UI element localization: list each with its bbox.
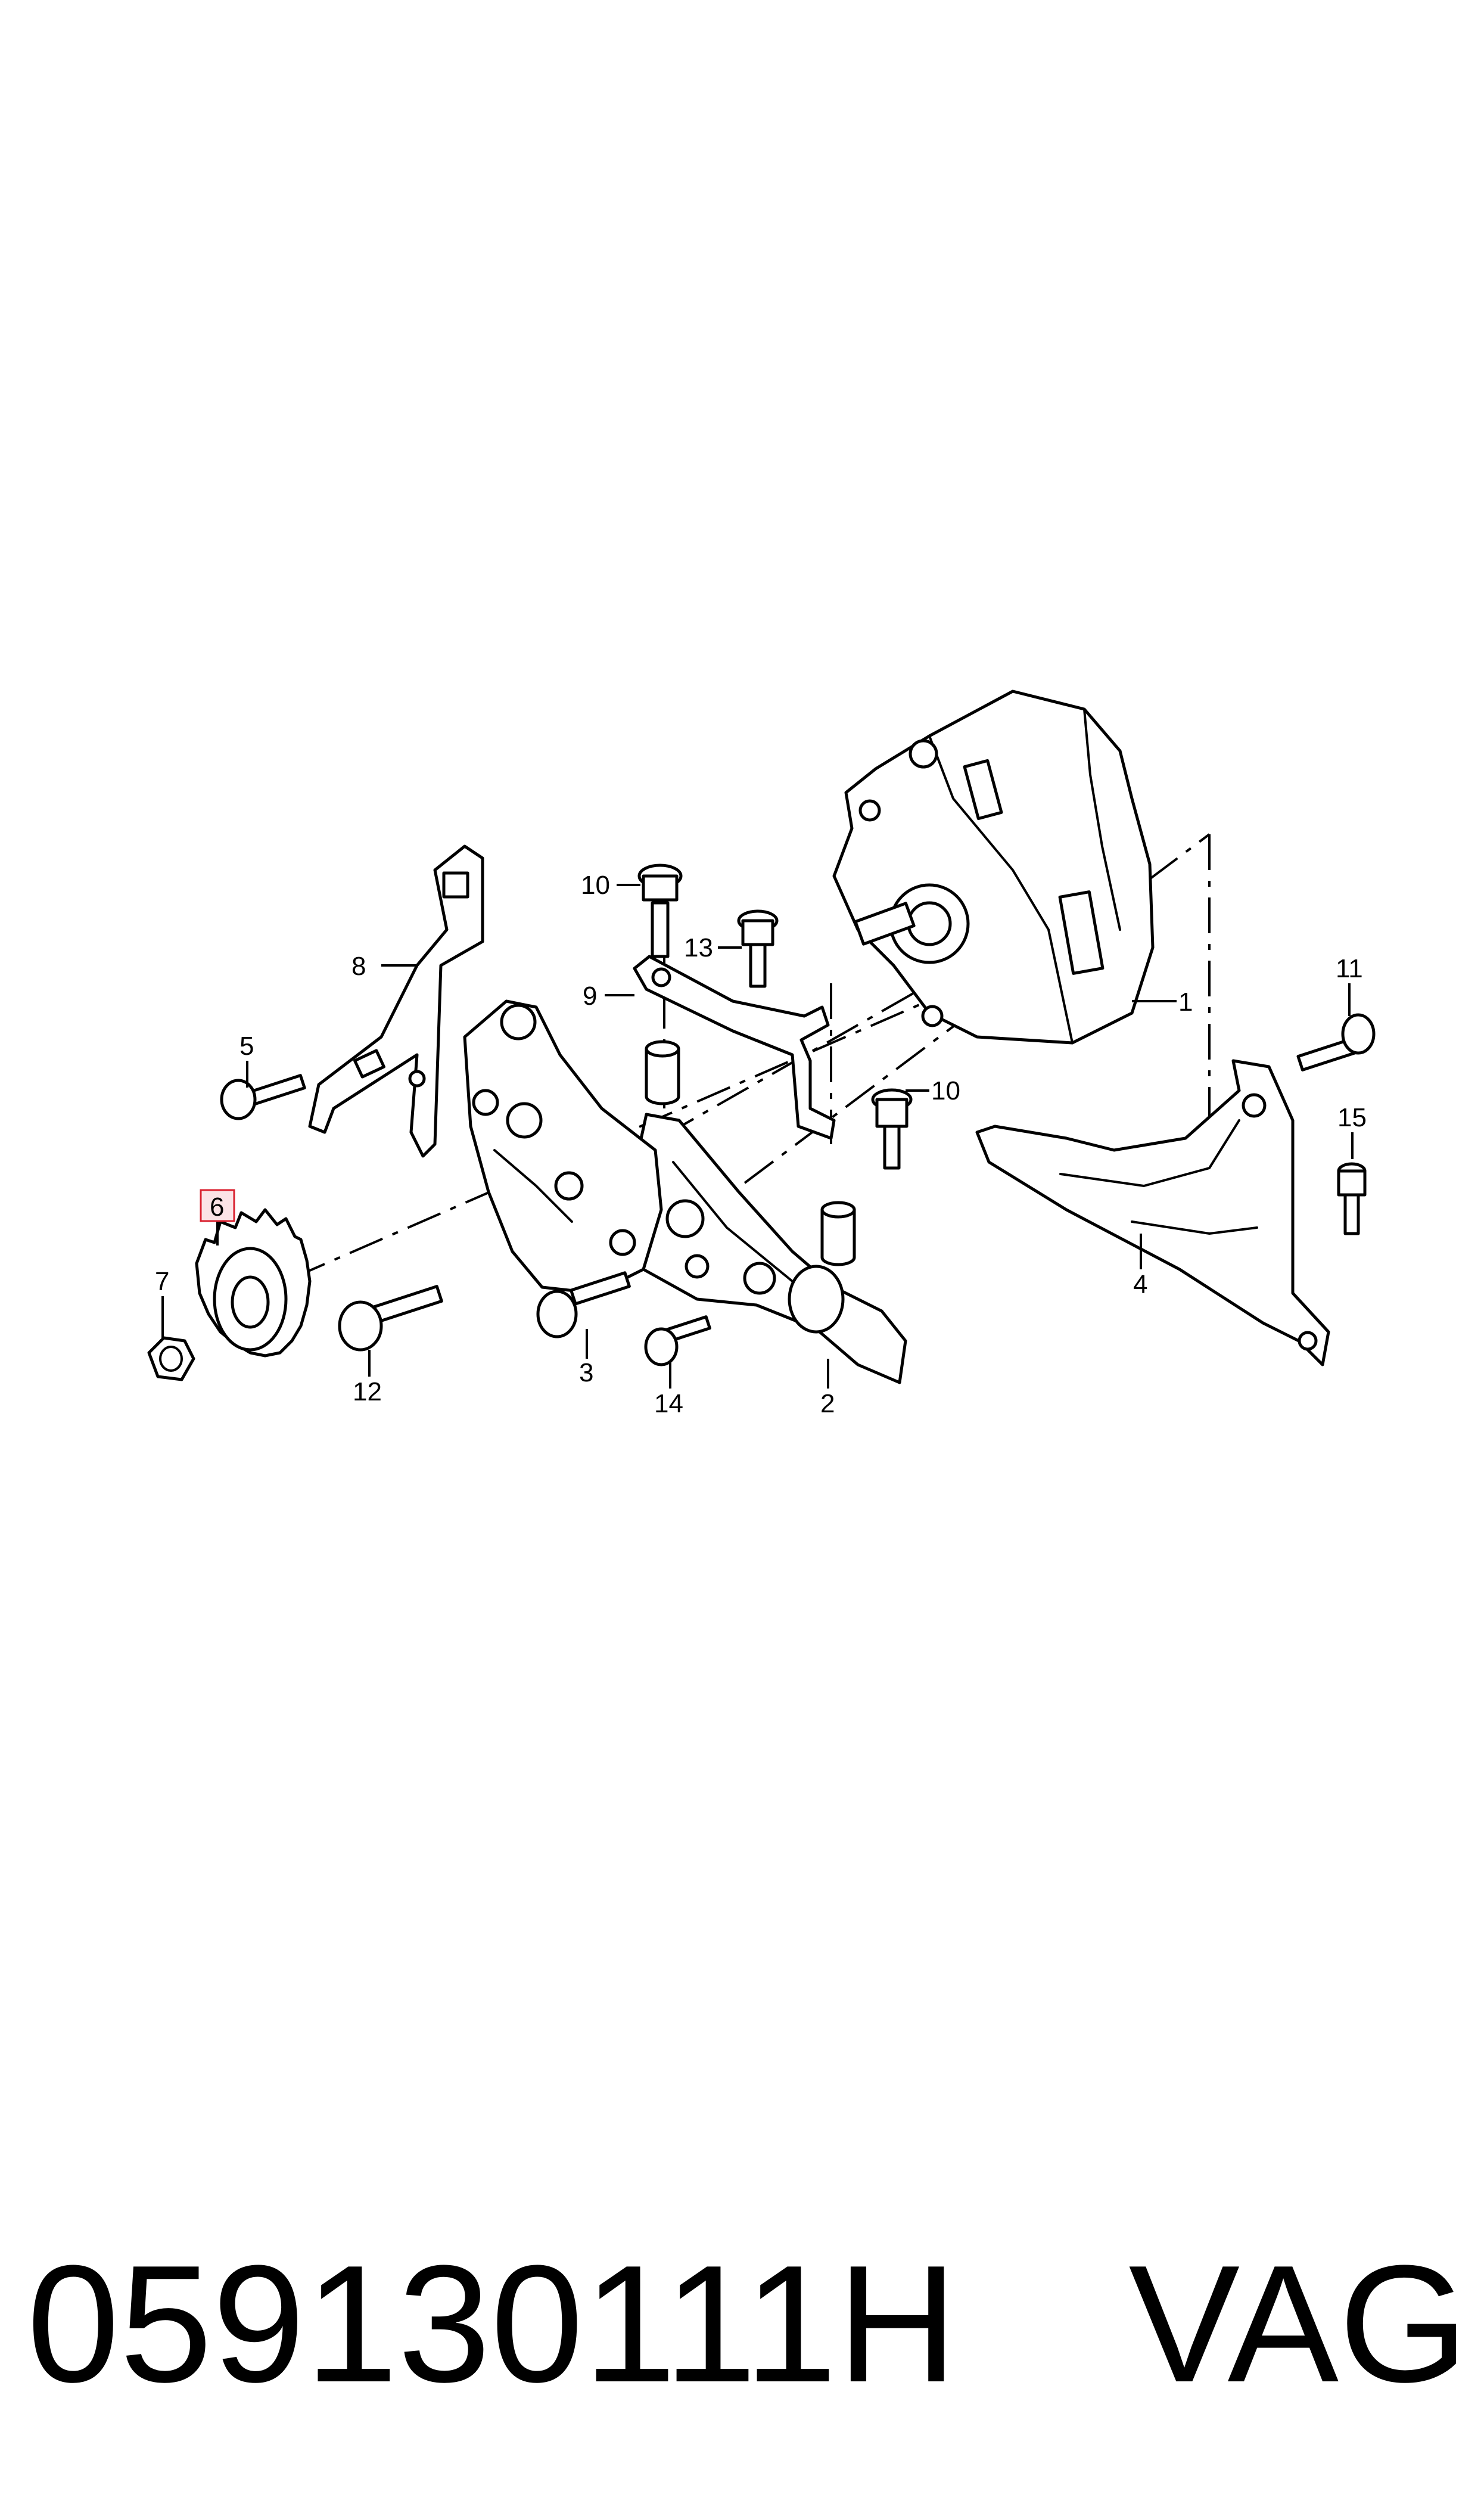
callout-14: 14 [654, 1389, 683, 1418]
hex-nut [147, 1336, 195, 1381]
callout-5: 5 [239, 1032, 254, 1061]
callout-10-right: 10 [931, 1076, 960, 1105]
bolts [220, 864, 1376, 1366]
pump-mounting-bracket [624, 1113, 907, 1384]
callout-4: 4 [1133, 1270, 1147, 1299]
bolt-11 [1296, 1013, 1376, 1071]
bolt-13 [737, 909, 779, 988]
callout-13: 13 [684, 933, 713, 962]
bolt-14 [644, 1315, 711, 1366]
callout-15: 15 [1337, 1103, 1367, 1132]
pipe-holder-bracket [633, 955, 836, 1140]
drive-sprocket [195, 1208, 312, 1358]
callout-3: 3 [579, 1358, 593, 1387]
callout-8: 8 [351, 952, 366, 981]
callout-10-top: 10 [581, 871, 610, 900]
bolt-12 [338, 1285, 443, 1352]
heat-shield [308, 844, 484, 1158]
callout-labels: 1 2 3 4 5 6 7 8 9 10 10 11 12 13 14 15 [155, 871, 1367, 1418]
callout-2: 2 [820, 1389, 835, 1418]
bolt-15 [1337, 1162, 1367, 1235]
leader-lines [161, 884, 1354, 1389]
callout-7: 7 [155, 1267, 169, 1296]
bolt-5 [220, 1074, 306, 1120]
brand-name: VAG [1128, 2231, 1469, 2417]
callout-6: 6 [210, 1192, 224, 1222]
callout-6-highlight [200, 1189, 235, 1222]
bolt-3 [536, 1271, 631, 1338]
high-pressure-pump [832, 689, 1155, 1045]
callout-12: 12 [353, 1377, 382, 1406]
callout-1: 1 [1178, 987, 1193, 1017]
mounting-studs [645, 1040, 856, 1266]
part-number-footer: 059130111H VAG [27, 2235, 1469, 2414]
bolt-10-top [637, 864, 683, 958]
engine-carrier-casting [463, 999, 663, 1295]
rear-support-bracket [975, 1059, 1330, 1366]
callout-9: 9 [583, 981, 597, 1011]
bolt-10-right [871, 1088, 913, 1170]
part-number: 059130111H [27, 2231, 958, 2417]
callout-11: 11 [1336, 954, 1363, 983]
exploded-parts-diagram: 1 2 3 4 5 6 7 8 9 10 10 11 12 13 14 15 [147, 689, 1376, 1418]
